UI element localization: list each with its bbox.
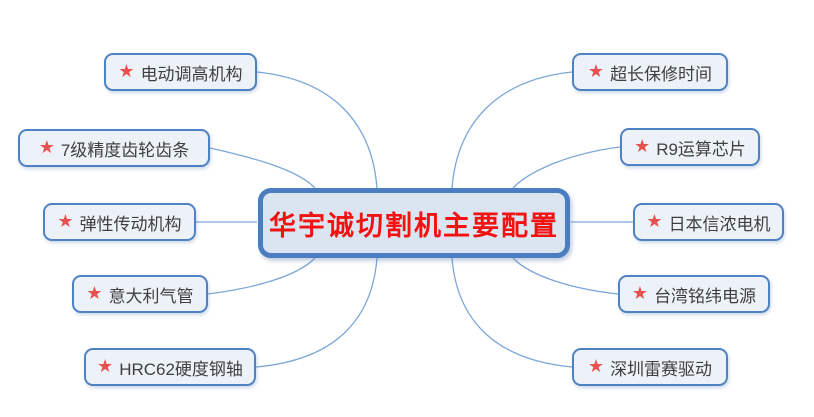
star-icon: ★ <box>587 61 605 81</box>
connector-right-4 <box>512 257 619 295</box>
node-left-5[interactable]: ★ HRC62硬度钢轴 <box>84 348 256 386</box>
node-label: R9运算芯片 <box>656 139 746 159</box>
star-icon: ★ <box>631 283 649 303</box>
star-icon: ★ <box>587 356 605 376</box>
node-right-3[interactable]: ★ 日本信浓电机 <box>633 203 784 241</box>
star-icon: ★ <box>57 211 74 231</box>
node-label: 电动调高机构 <box>140 64 243 84</box>
node-right-2[interactable]: ★ R9运算芯片 <box>620 128 760 166</box>
node-label: 弹性传动机构 <box>79 214 182 234</box>
node-label: 深圳雷赛驱动 <box>610 359 713 379</box>
star-icon: ★ <box>97 356 114 376</box>
node-label: 台湾铭纬电源 <box>654 286 757 306</box>
connector-left-1 <box>256 71 378 189</box>
node-right-1[interactable]: ★ 超长保修时间 <box>572 53 728 91</box>
star-icon: ★ <box>86 283 103 303</box>
star-icon: ★ <box>634 136 651 156</box>
node-label: 意大利气管 <box>108 286 194 306</box>
node-label: 日本信浓电机 <box>668 214 771 234</box>
node-left-3[interactable]: ★ 弹性传动机构 <box>43 203 196 241</box>
connector-right-2 <box>512 146 621 189</box>
connector-left-5 <box>255 257 378 368</box>
node-label: 超长保修时间 <box>610 64 713 84</box>
node-label: HRC62硬度钢轴 <box>119 359 243 379</box>
central-topic[interactable]: 华宇诚切割机主要配置 <box>258 188 570 258</box>
star-icon: ★ <box>646 211 663 231</box>
node-label: 7级精度齿轮齿条 <box>60 140 190 160</box>
central-topic-label: 华宇诚切割机主要配置 <box>269 210 559 241</box>
node-right-5[interactable]: ★ 深圳雷赛驱动 <box>572 348 728 386</box>
star-icon: ★ <box>38 137 55 157</box>
connector-left-4 <box>207 257 316 295</box>
connector-right-5 <box>451 257 573 368</box>
node-left-1[interactable]: ★ 电动调高机构 <box>104 53 257 91</box>
node-left-4[interactable]: ★ 意大利气管 <box>72 275 208 313</box>
connector-left-2 <box>209 147 316 189</box>
node-right-4[interactable]: ★ 台湾铭纬电源 <box>618 275 770 313</box>
star-icon: ★ <box>118 61 135 81</box>
connector-right-1 <box>451 71 573 189</box>
node-left-2[interactable]: ★ 7级精度齿轮齿条 <box>18 129 210 167</box>
